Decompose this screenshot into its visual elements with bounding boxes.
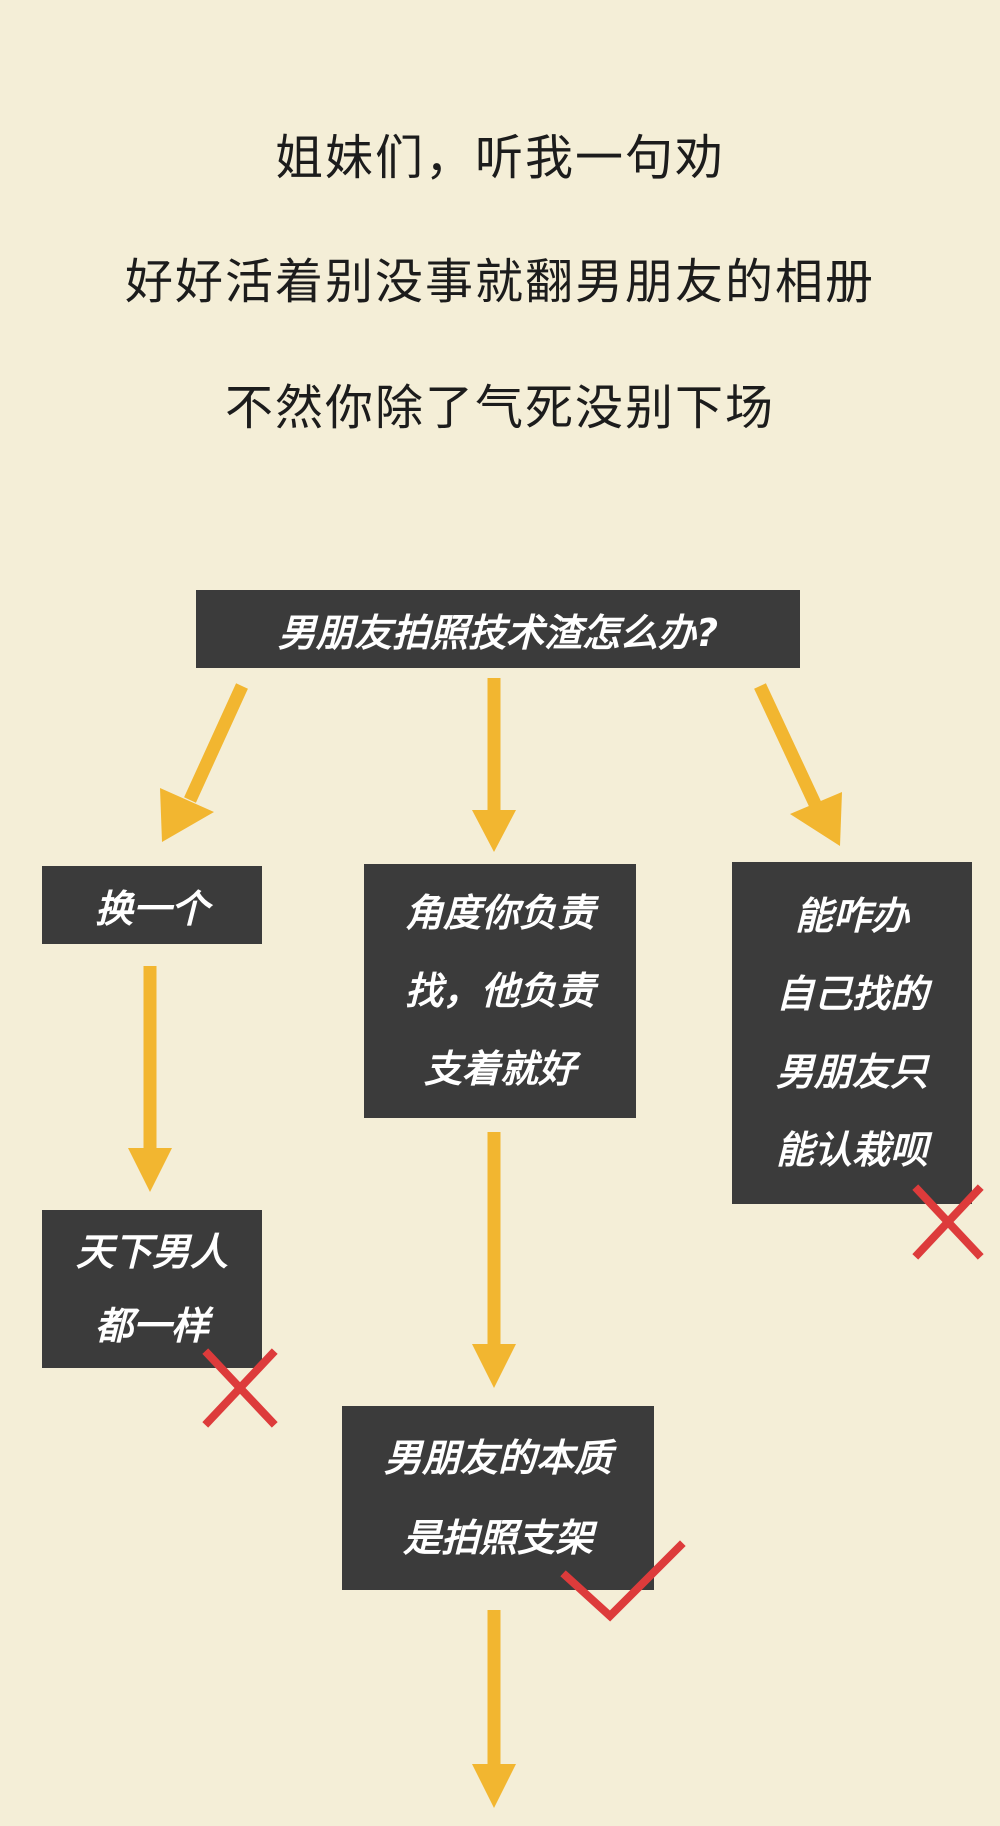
- arrow-to-left-option: [160, 683, 248, 842]
- check-icon: [560, 1540, 686, 1622]
- header-line-2: 好好活着别没事就翻男朋友的相册: [124, 254, 875, 310]
- option-right-box: 能咋办 自己找的 男朋友只 能认栽呗: [732, 862, 972, 1204]
- option-middle-text: 角度你负责 找，他负责 支着就好: [404, 891, 595, 1091]
- arrow-to-next: [472, 1610, 516, 1808]
- question-text: 男朋友拍照技术渣怎么办?: [277, 610, 719, 655]
- result-middle-box: 男朋友的本质 是拍照支架: [342, 1406, 654, 1590]
- arrow-to-middle-result: [472, 1132, 516, 1388]
- option-left-text: 换一个: [94, 886, 209, 931]
- arrow-to-right-option: [754, 683, 842, 846]
- header-line-3: 不然你除了气死没别下场: [224, 380, 775, 436]
- option-right-text: 能咋办 自己找的 男朋友只 能认栽呗: [775, 894, 928, 1172]
- cross-icon: [202, 1348, 278, 1428]
- header-line-1: 姐妹们，听我一句劝: [274, 130, 725, 186]
- option-middle-box: 角度你负责 找，他负责 支着就好: [364, 864, 636, 1118]
- result-middle-text: 男朋友的本质 是拍照支架: [383, 1436, 612, 1560]
- result-left-box: 天下男人 都一样: [42, 1210, 262, 1368]
- arrow-to-left-result: [128, 966, 172, 1192]
- option-left-box: 换一个: [42, 866, 262, 944]
- cross-icon: [912, 1184, 984, 1260]
- result-left-text: 天下男人 都一样: [75, 1230, 228, 1348]
- question-box: 男朋友拍照技术渣怎么办?: [196, 590, 800, 668]
- arrow-to-middle-option: [472, 678, 516, 852]
